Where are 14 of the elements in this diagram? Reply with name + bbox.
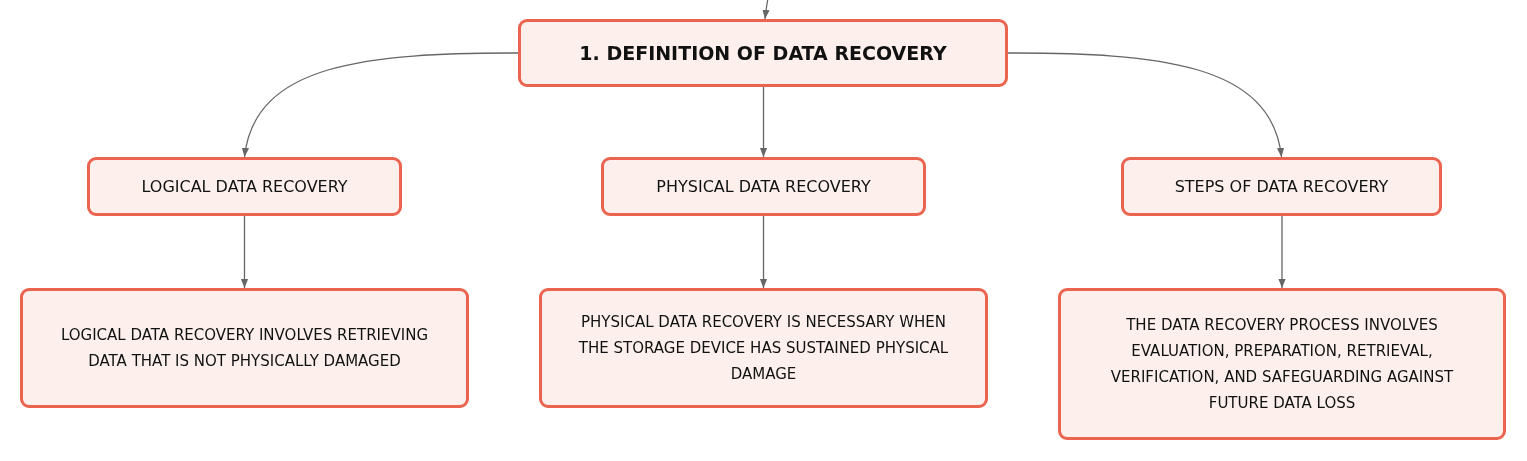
connector-arrow <box>242 52 519 158</box>
connector-arrow <box>1278 215 1286 289</box>
connector-arrow <box>240 215 249 289</box>
connector-arrow <box>1007 52 1284 158</box>
description-box: LOGICAL DATA RECOVERY INVOLVES RETRIEVING DATA THAT IS NOT PHYSICALLY DAMAGED <box>20 288 469 408</box>
subtopic-box: PHYSICAL DATA RECOVERY <box>601 157 926 216</box>
connector-arrow <box>762 0 770 20</box>
subtopic-box: STEPS OF DATA RECOVERY <box>1121 157 1442 216</box>
description-box: THE DATA RECOVERY PROCESS INVOLVES EVALUATION, PREPARATION, RETRIEVAL, VERIFICATION, AND SAFEGUARDING AGAINST FUTURE DATA LOSS <box>1058 288 1506 440</box>
subtopic-box: LOGICAL DATA RECOVERY <box>87 157 402 216</box>
main-topic-box: 1. DEFINITION OF DATA RECOVERY <box>518 19 1008 87</box>
description-box: PHYSICAL DATA RECOVERY IS NECESSARY WHEN THE STORAGE DEVICE HAS SUSTAINED PHYSICAL DAMAGE <box>539 288 988 408</box>
connector-arrow <box>759 215 768 289</box>
connector-arrow <box>759 86 768 158</box>
